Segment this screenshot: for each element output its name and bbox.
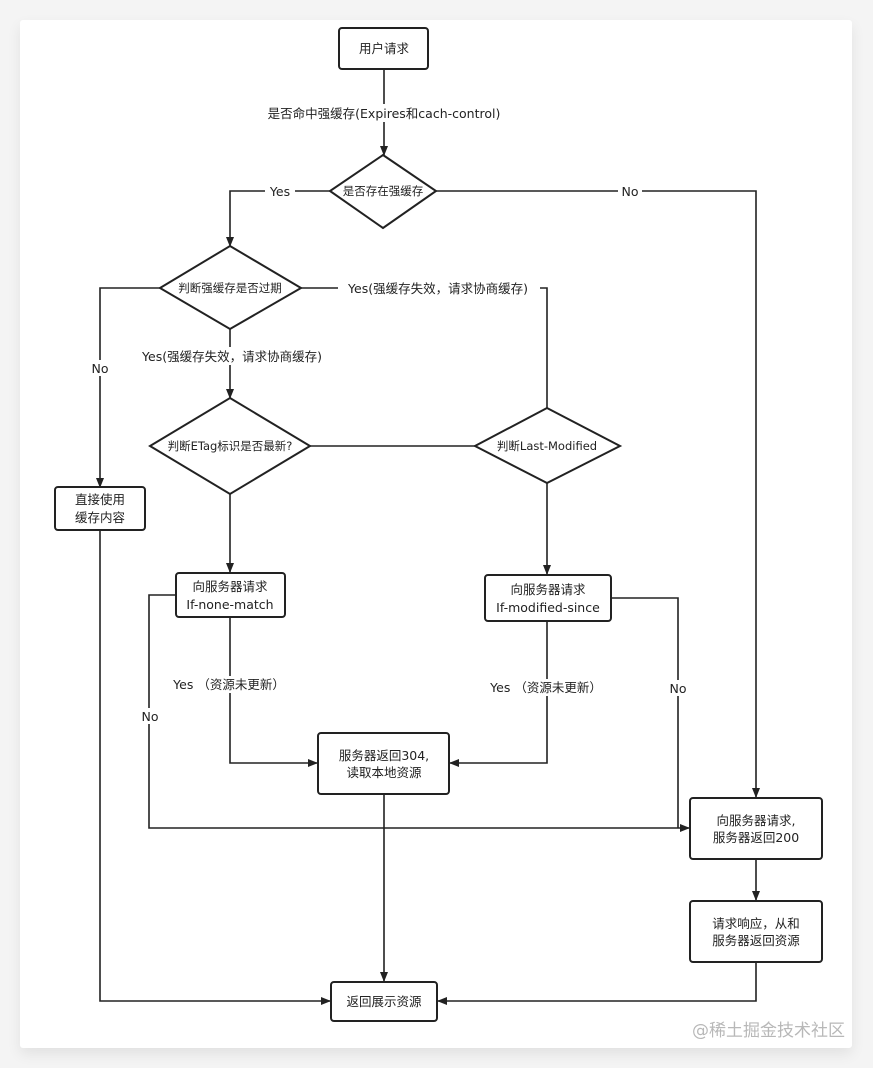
- edge-modsince-no: [611, 597, 679, 828]
- node-show-text: 返回展示资源: [346, 994, 422, 1009]
- node-return-200: 向服务器请求, 服务器返回200: [689, 797, 823, 860]
- node-check-expired-text: 判断强缓存是否过期: [178, 281, 282, 295]
- edge-strong-yes: [226, 190, 330, 247]
- label-no: No: [670, 681, 687, 696]
- label-yes-negotiate: Yes(强缓存失效，请求协商缓存): [347, 281, 528, 296]
- label-no: No: [92, 361, 109, 376]
- node-check-etag: 判断ETag标识是否最新?: [148, 396, 312, 496]
- node-use-cache: 直接使用 缓存内容: [54, 486, 146, 531]
- label-hit-strong: 是否命中强缓存(Expires和cach-control): [268, 106, 501, 121]
- node-text-line: 读取本地资源: [346, 765, 422, 780]
- label-yes-not-updated: Yes （资源未更新）: [172, 677, 285, 692]
- node-check-expired: 判断强缓存是否过期: [158, 244, 303, 331]
- node-text-line: If-modified-since: [496, 600, 600, 615]
- node-response: 请求响应，从和 服务器返回资源: [689, 900, 823, 963]
- node-text-line: 缓存内容: [75, 510, 125, 525]
- connectors: [96, 69, 760, 1005]
- edge-expired-yes-right: [301, 287, 548, 408]
- node-text-line: 服务器返回200: [713, 830, 799, 845]
- watermark: @稀土掘金技术社区: [692, 1021, 845, 1041]
- node-req-modified-since: 向服务器请求 If-modified-since: [484, 574, 612, 622]
- node-start-text: 用户请求: [359, 41, 410, 56]
- edge-cache-to-show: [99, 530, 331, 1005]
- node-text-line: 请求响应，从和: [712, 916, 800, 931]
- edge-expired-no: [96, 287, 160, 488]
- node-text-line: 服务器返回304,: [339, 748, 429, 763]
- node-text-line: 向服务器请求,: [717, 813, 796, 828]
- node-start: 用户请求: [338, 27, 429, 70]
- node-text-line: 直接使用: [75, 492, 125, 507]
- label-yes: Yes: [269, 184, 290, 199]
- edge-modsince-yes: [449, 621, 548, 767]
- node-check-last-modified-text: 判断Last-Modified: [497, 439, 597, 453]
- node-show: 返回展示资源: [330, 981, 438, 1022]
- node-text-line: If-none-match: [186, 597, 273, 612]
- label-yes-negotiate: Yes(强缓存失效，请求协商缓存): [141, 349, 322, 364]
- edge-nonematch-yes: [229, 617, 318, 767]
- label-no: No: [622, 184, 639, 199]
- node-check-strong: 是否存在强缓存: [328, 153, 438, 230]
- node-req-none-match: 向服务器请求 If-none-match: [175, 572, 286, 618]
- node-text-line: 向服务器请求: [510, 582, 586, 597]
- node-text-line: 服务器返回资源: [712, 933, 800, 948]
- node-check-strong-text: 是否存在强缓存: [343, 184, 424, 198]
- label-yes-not-updated: Yes （资源未更新）: [489, 680, 602, 695]
- node-text-line: 向服务器请求: [192, 579, 268, 594]
- node-return-304: 服务器返回304, 读取本地资源: [317, 732, 450, 795]
- edge-strong-no: [436, 190, 760, 798]
- node-check-last-modified: 判断Last-Modified: [472, 406, 623, 485]
- label-no: No: [142, 709, 159, 724]
- node-check-etag-text: 判断ETag标识是否最新?: [168, 439, 293, 453]
- edge-labels: 是否命中强缓存(Expires和cach-control) Yes No No …: [88, 104, 690, 724]
- edge-response-to-show: [437, 962, 757, 1005]
